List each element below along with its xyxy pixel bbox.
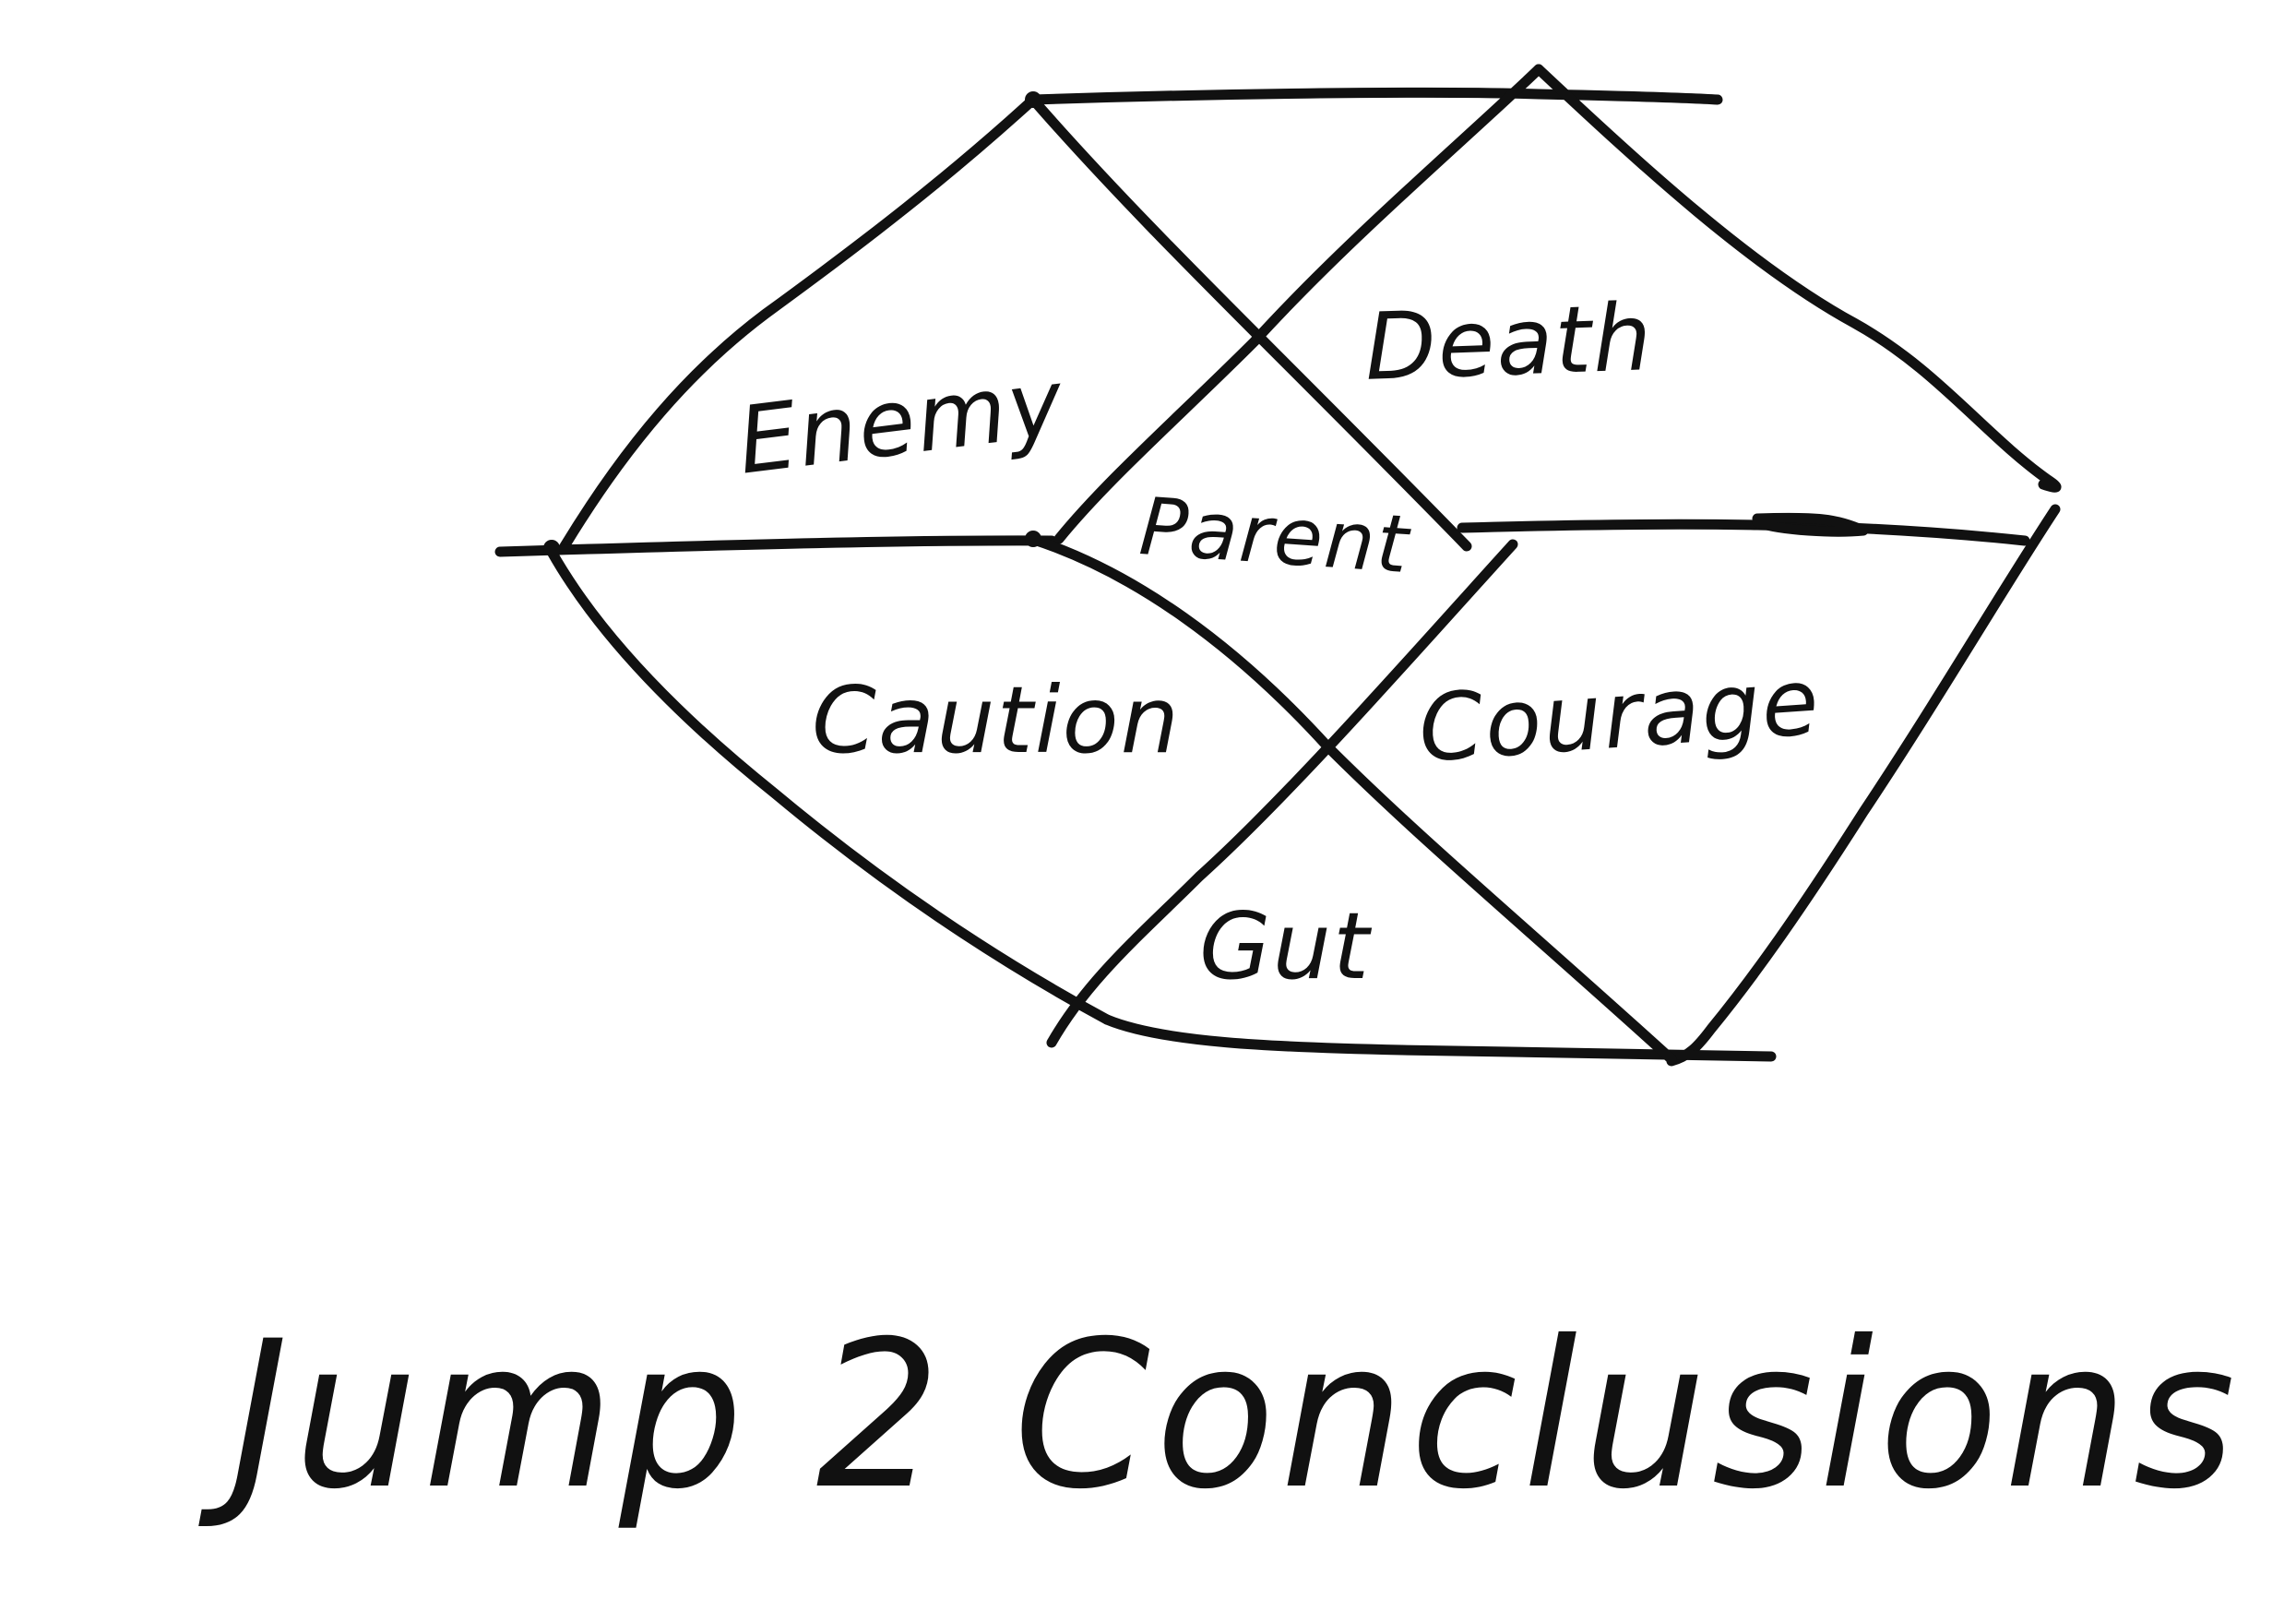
top-line bbox=[1028, 87, 1723, 105]
vertex-center bbox=[1025, 531, 1041, 547]
middle-line-left bbox=[494, 535, 1057, 557]
label-bottom: Gut bbox=[1199, 892, 1373, 1000]
lower-right-edge bbox=[1666, 504, 2061, 1067]
lower-right-diagonal bbox=[1046, 539, 1518, 1048]
top-right-diagonal bbox=[1053, 64, 1544, 544]
diagram-lines bbox=[494, 64, 2062, 1067]
middle-line-right bbox=[1457, 519, 2030, 546]
diagram-title: Jump 2 Conclusions bbox=[197, 1297, 2241, 1533]
lower-left-edge bbox=[546, 546, 1112, 1025]
bottom-line bbox=[1101, 1014, 1777, 1062]
vertex-left bbox=[543, 540, 560, 556]
label-center: Parent bbox=[1136, 481, 1414, 591]
top-left-diagonal bbox=[1028, 94, 1472, 552]
upper-left-edge bbox=[559, 94, 1039, 552]
region-labels: Enemy Death Parent Caution Courage Gut bbox=[732, 283, 1824, 1000]
upper-right-edge bbox=[1533, 64, 2062, 493]
middle-line-right-doubled bbox=[1752, 512, 1869, 537]
label-top-right: Death bbox=[1363, 283, 1655, 401]
vertex-top-left bbox=[1025, 91, 1041, 108]
label-middle-left: Caution bbox=[812, 666, 1181, 774]
